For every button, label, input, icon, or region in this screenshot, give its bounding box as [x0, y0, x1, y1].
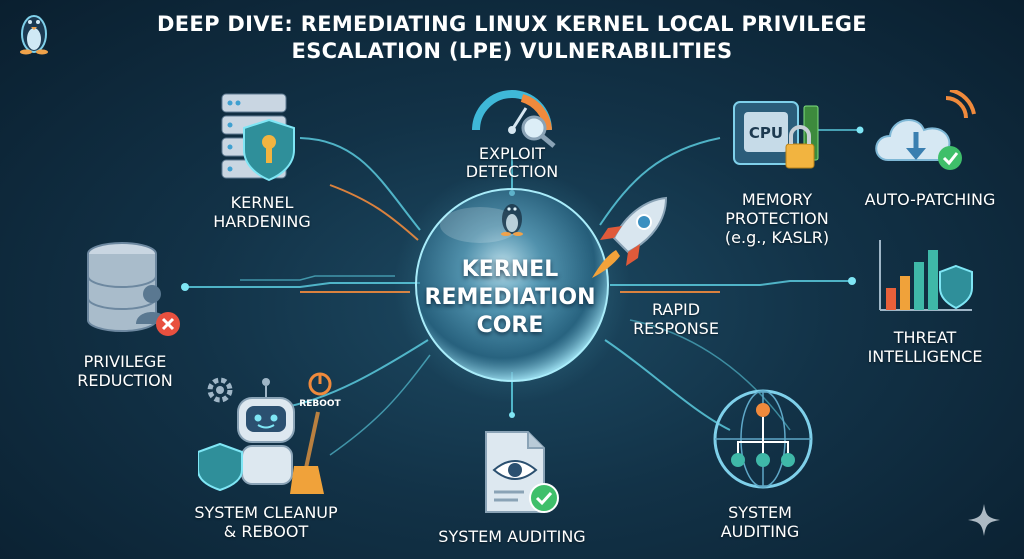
threat-intelligence-line1: THREAT — [893, 328, 957, 347]
system-auditing-center-line1: SYSTEM AUDITING — [438, 527, 586, 546]
core-title-line2: REMEDIATION — [424, 285, 596, 310]
exploit-detection-line2: DETECTION — [465, 162, 559, 181]
cloud-download-icon — [875, 90, 976, 170]
gauge-magnifier-icon — [472, 90, 556, 148]
document-eye-check-icon — [485, 431, 559, 513]
exploit-detection-line1: EXPLOIT — [478, 144, 546, 163]
memory-protection-line3: (e.g., KASLR) — [724, 228, 830, 247]
kernel-hardening-line2: HARDENING — [213, 212, 311, 231]
core-title-line3: CORE — [476, 313, 544, 338]
system-cleanup-line2: & REBOOT — [223, 522, 309, 541]
bar-chart-shield-icon — [879, 240, 973, 311]
linux-penguin-icon — [20, 15, 48, 55]
rapid-response-line1: RAPID — [651, 300, 701, 319]
page-title-line2: ESCALATION (LPE) VULNERABILITIES — [291, 39, 733, 63]
system-auditing-right-line2: AUDITING — [720, 522, 800, 541]
rocket-icon — [592, 196, 668, 278]
core-title-line1: KERNEL — [461, 257, 559, 282]
logo — [14, 8, 54, 60]
threat-intelligence-line2: INTELLIGENCE — [867, 347, 983, 366]
cpu-lock-icon: CPU — [733, 101, 819, 169]
page-title-line1: DEEP DIVE: REMEDIATING LINUX KERNEL LOCA… — [157, 12, 867, 36]
sparkle-icon — [968, 504, 1000, 536]
robot-broom-icon: REBOOT — [198, 372, 342, 494]
memory-protection-line1: MEMORY — [741, 190, 813, 209]
server-shield-key-icon — [221, 93, 295, 182]
rapid-response-line2: RESPONSE — [633, 319, 719, 338]
privilege-reduction-line2: REDUCTION — [77, 371, 173, 390]
memory-protection-line2: PROTECTION — [725, 209, 829, 228]
database-user-remove-icon — [87, 242, 180, 336]
reboot-label: REBOOT — [299, 399, 341, 409]
cpu-chip-label: CPU — [749, 124, 783, 142]
globe-network-icon — [713, 389, 813, 489]
system-cleanup-line1: SYSTEM CLEANUP — [194, 503, 338, 522]
system-auditing-right-line1: SYSTEM — [728, 503, 792, 522]
privilege-reduction-line1: PRIVILEGE — [83, 352, 167, 371]
auto-patching-line1: AUTO-PATCHING — [864, 190, 996, 209]
core-sphere — [415, 188, 609, 382]
kernel-hardening-line1: KERNEL — [230, 193, 294, 212]
